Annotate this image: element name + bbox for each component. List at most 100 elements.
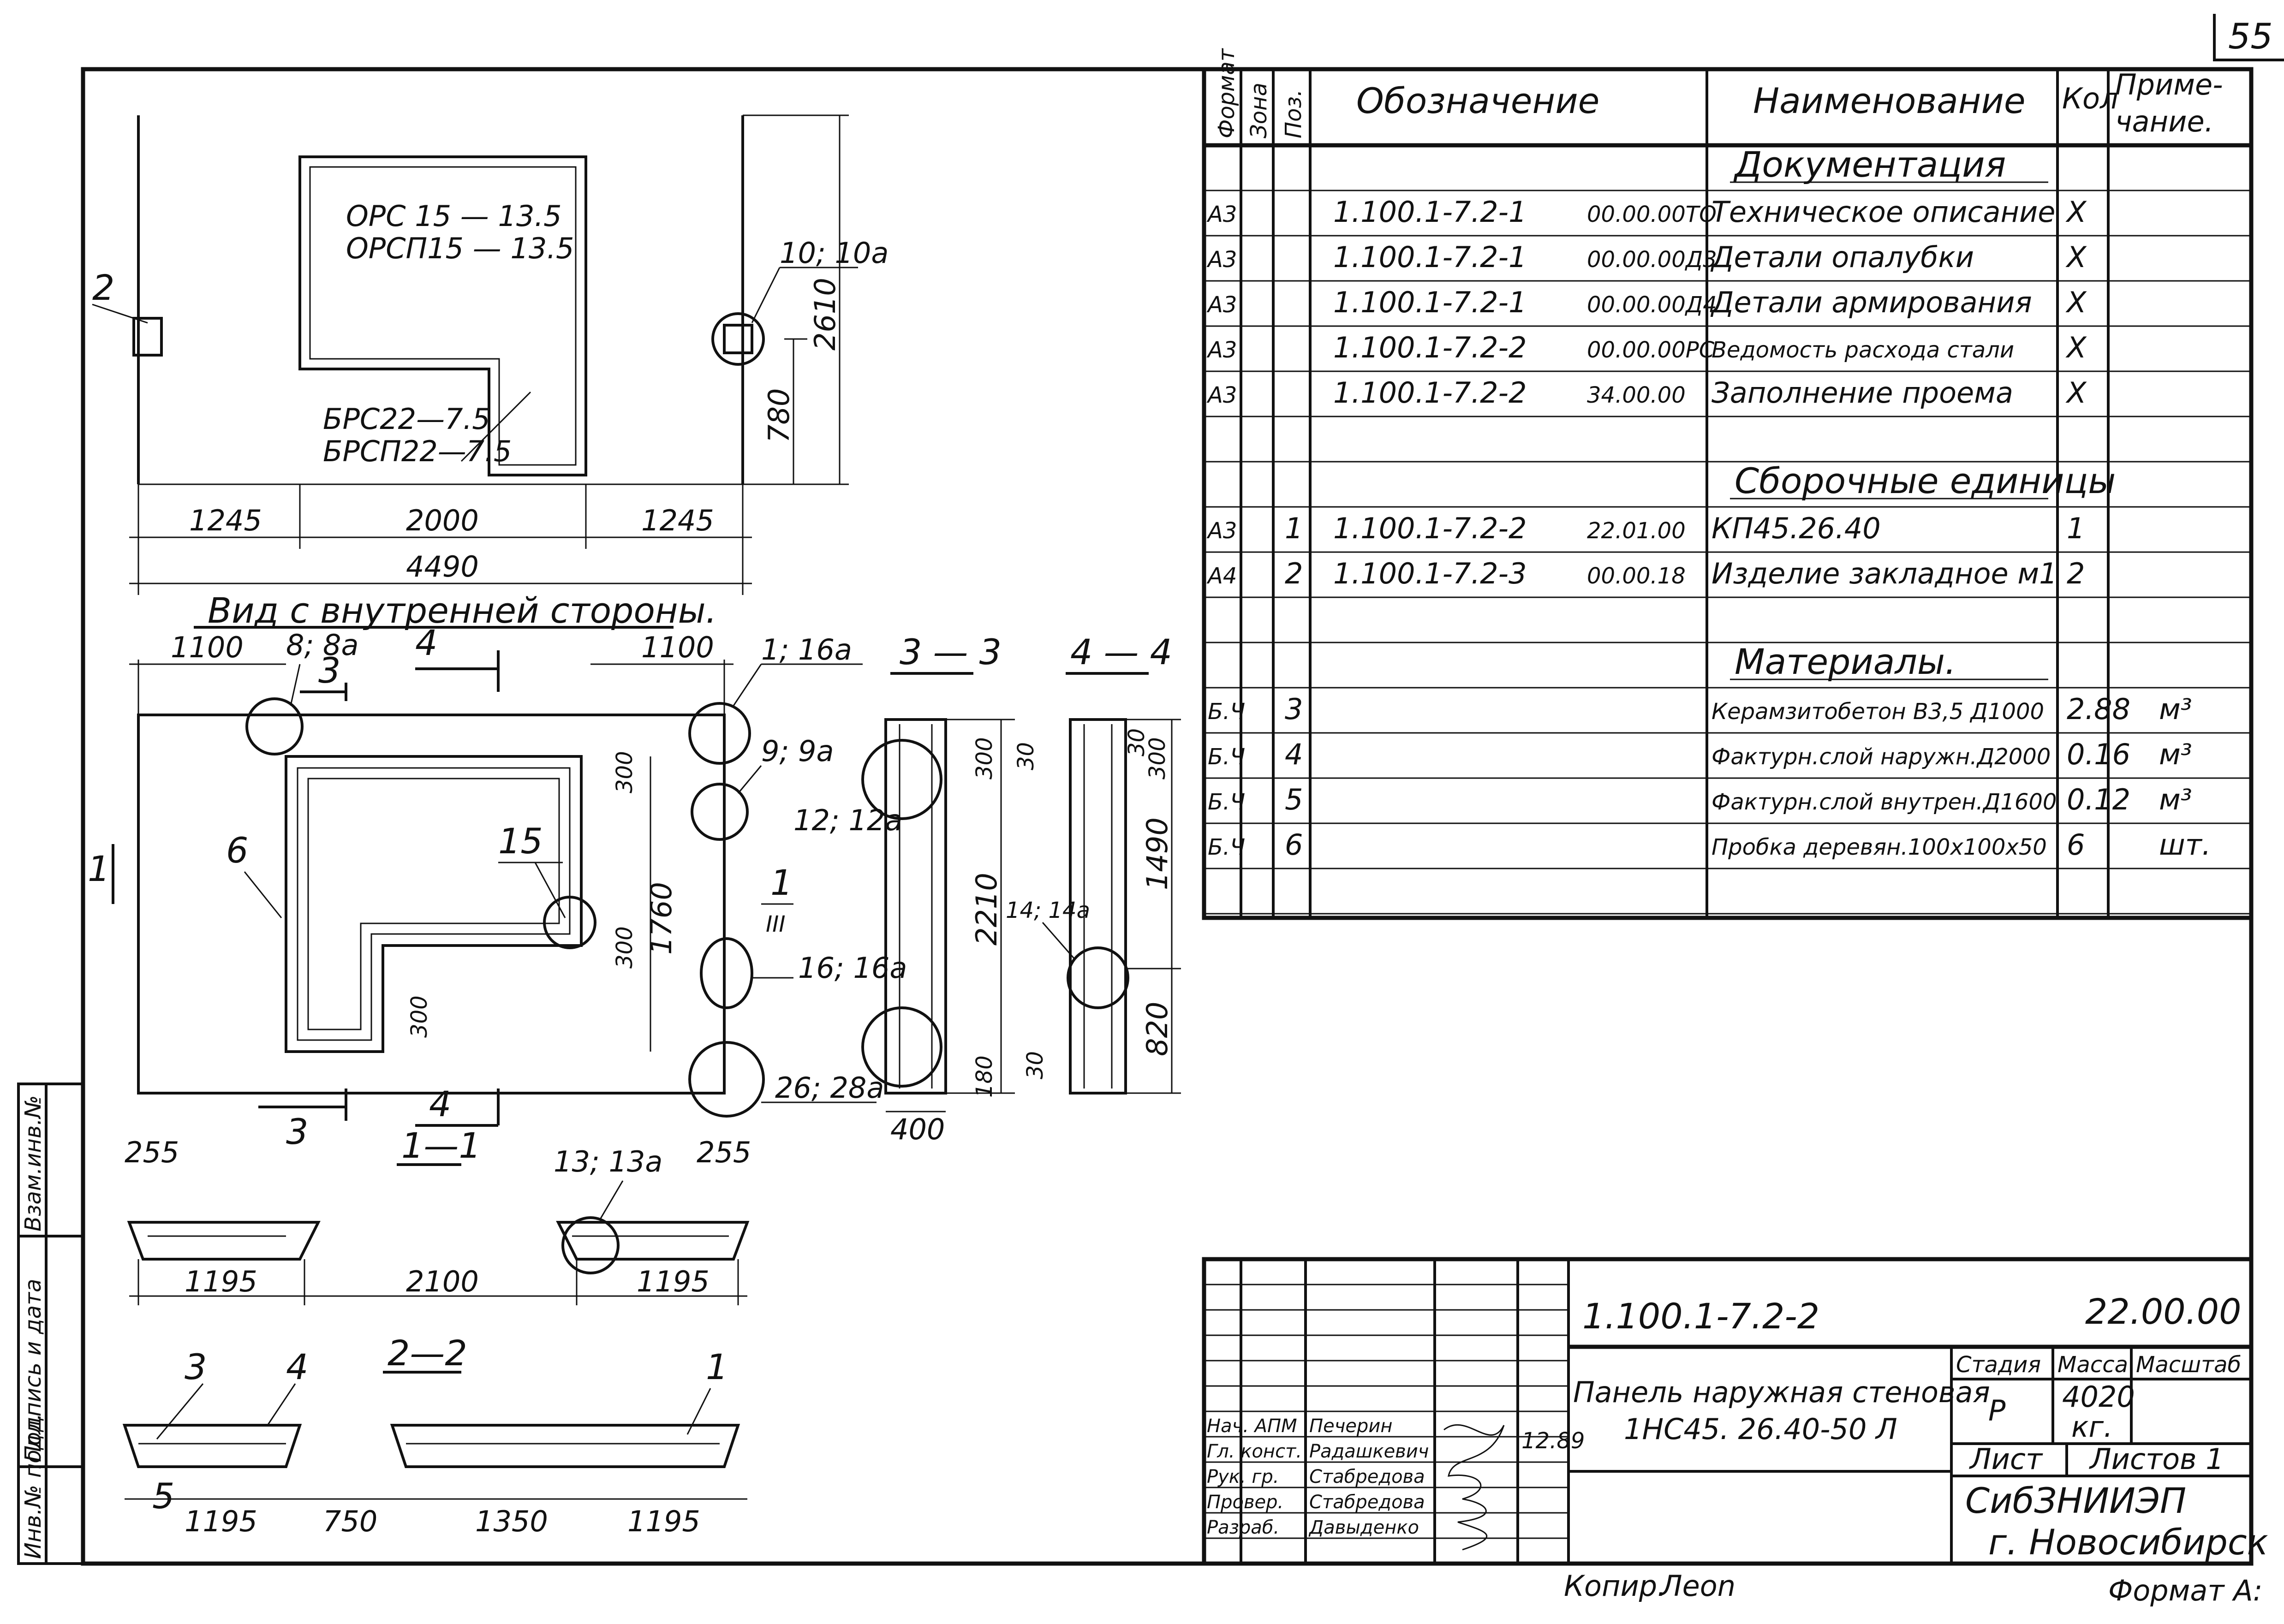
label-15: 15 [498,821,543,862]
label-6: 6 [226,830,248,871]
tb-code-suffix: 22.00.00 [2085,1291,2241,1332]
spec-cell-qty: X [2065,240,2087,274]
spec-cell-pos: 6 [1285,828,1303,862]
section-3-3-dim-2210: 2210 [970,873,1003,946]
tb-mass-header: Масса [2057,1352,2128,1378]
copy-label: Копир. [1564,1569,1666,1603]
spec-section-title: Сборочные единицы [1735,460,2116,501]
callout-9: 9; 9а [761,734,834,768]
tb-role: Рук. гр. [1207,1466,1279,1487]
section-4-4-dim-300: 300 [1145,737,1170,779]
section-4-4-dim-30: 30 [1124,728,1150,756]
signature-date-label: Подпись и дата [20,1279,46,1462]
tb-date: 12.89 [1521,1428,1585,1454]
tb-org-1: СибЗНИИЭП [1965,1480,2186,1521]
tb-person: Радашкевич [1309,1441,1429,1462]
tb-person: Стабредова [1309,1492,1425,1513]
tb-scale-header: Масштаб [2136,1352,2241,1378]
section-2-2-label-3: 3 [185,1346,207,1387]
section-4-mark-bottom: 4 [429,1083,451,1124]
spec-cell-name: Техническое описание [1712,195,2055,229]
section-3-3-dim-300: 300 [972,737,997,779]
callout-12: 12; 12а [793,803,902,837]
spec-cell-format: А3 [1206,337,1237,363]
tb-sheets-header: Листов 1 [2089,1442,2224,1476]
page-number: 55 [2228,16,2273,57]
spec-cell-format: Б.Ч [1208,834,1245,860]
tb-stage: Р [1988,1394,2006,1428]
page-number-box: 55 [2213,14,2284,61]
spec-header-format: Формат [1214,48,1240,138]
section-4-mark-top: 4 [415,622,437,663]
spec-cell-code: 1.100.1-7.2-3 [1333,557,1527,590]
spec-cell-note: м³ [2159,783,2192,816]
inner-view: Вид с внутренней стороны. 1100 1100 8; 8… [88,590,907,1152]
tb-name-1: Панель наружная стеновая [1573,1375,1990,1409]
dim-1100-left: 1100 [171,631,244,664]
tb-role: Нач. АПМ [1207,1416,1297,1437]
section-3-3-dim-30: 30 [1013,742,1039,770]
section-2-2-label-4: 4 [286,1346,308,1387]
section-3-3-title: 3 — 3 [900,631,1002,672]
spec-cell-format: А3 [1206,292,1237,318]
spec-cell-name: Заполнение проема [1712,376,2013,410]
section-2-2-label-1: 1 [706,1346,728,1387]
spec-cell-qty: 1 [2067,512,2085,545]
node-iii-label: III [766,911,785,937]
spec-cell-pos: 3 [1285,692,1303,726]
dim-1195-c: 1195 [185,1505,257,1538]
inv-no-label: Инв.№ подл. [20,1413,46,1559]
spec-cell-format: А3 [1206,247,1237,273]
spec-cell-suffix: 00.00.00РС [1587,337,1715,363]
spec-cell-suffix: 00.00.18 [1587,563,1686,589]
spec-header-note-2: чание. [2115,105,2213,138]
dim-780: 780 [762,388,796,443]
section-3-mark-top: 3 [318,650,340,691]
callout-1-16: 1; 16а [761,633,852,666]
tb-person: Стабредова [1309,1466,1425,1487]
dim-300-mid: 300 [612,926,638,969]
callout-16: 16; 16а [798,951,907,985]
dim-1350: 1350 [475,1505,548,1538]
tb-sheet-header: Лист [1969,1442,2043,1476]
tb-role: Провер. [1207,1492,1283,1513]
section-1-1: 1—1 255 255 13; 13а 1195 2100 1195 [125,1125,751,1305]
spec-cell-qty: X [2065,331,2087,364]
tb-role: Гл. конст. [1207,1441,1302,1462]
dim-300-top: 300 [612,751,638,793]
left-stamp-strip: Инв.№ подл. Подпись и дата Взам.инв.№ [17,1083,84,1565]
dim-1245-left: 1245 [189,504,262,537]
mark-1: 1 [88,848,110,889]
spec-cell-format: А3 [1206,518,1237,544]
spec-cell-format: Б.Ч [1208,699,1245,725]
tb-role: Разраб. [1207,1517,1279,1538]
spec-cell-code: 1.100.1-7.2-1 [1333,195,1527,229]
spec-cell-name: Фактурн.слой наружн.Д2000 [1712,744,2051,770]
dim-750: 750 [323,1505,377,1538]
spec-cell-note: м³ [2159,692,2192,726]
spec-cell-format: Б.Ч [1208,744,1245,770]
section-2-2-label-5: 5 [152,1475,174,1517]
spec-cell-pos: 1 [1285,512,1303,545]
dim-2610: 2610 [808,278,842,351]
spec-cell-note: шт. [2159,828,2211,862]
spec-cell-name: Фактурн.слой внутрен.Д1600 [1712,789,2057,815]
section-3-3: 3 — 3 300 30 2210 180 400 [861,631,1039,1146]
spec-header-note-1: Приме- [2115,68,2223,101]
replace-inv-label: Взам.инв.№ [20,1095,46,1231]
section-2-2-title: 2—2 [388,1333,467,1374]
callout-13: 13; 13а [554,1145,662,1178]
section-4-4-dim-30-bot: 30 [1022,1051,1048,1079]
tb-org-2: г. Новосибирск [1988,1522,2268,1563]
format-label: Формат А: [2108,1574,2263,1607]
dim-1195-a: 1195 [185,1265,257,1298]
spec-cell-qty: 0.12 [2067,783,2130,816]
spec-cell-suffix: 00.00.00ТО [1587,202,1717,227]
spec-cell-format: А4 [1206,563,1237,589]
spec-header-pos: Поз. [1281,89,1306,138]
copy-sign: Леоn [1660,1569,1735,1603]
